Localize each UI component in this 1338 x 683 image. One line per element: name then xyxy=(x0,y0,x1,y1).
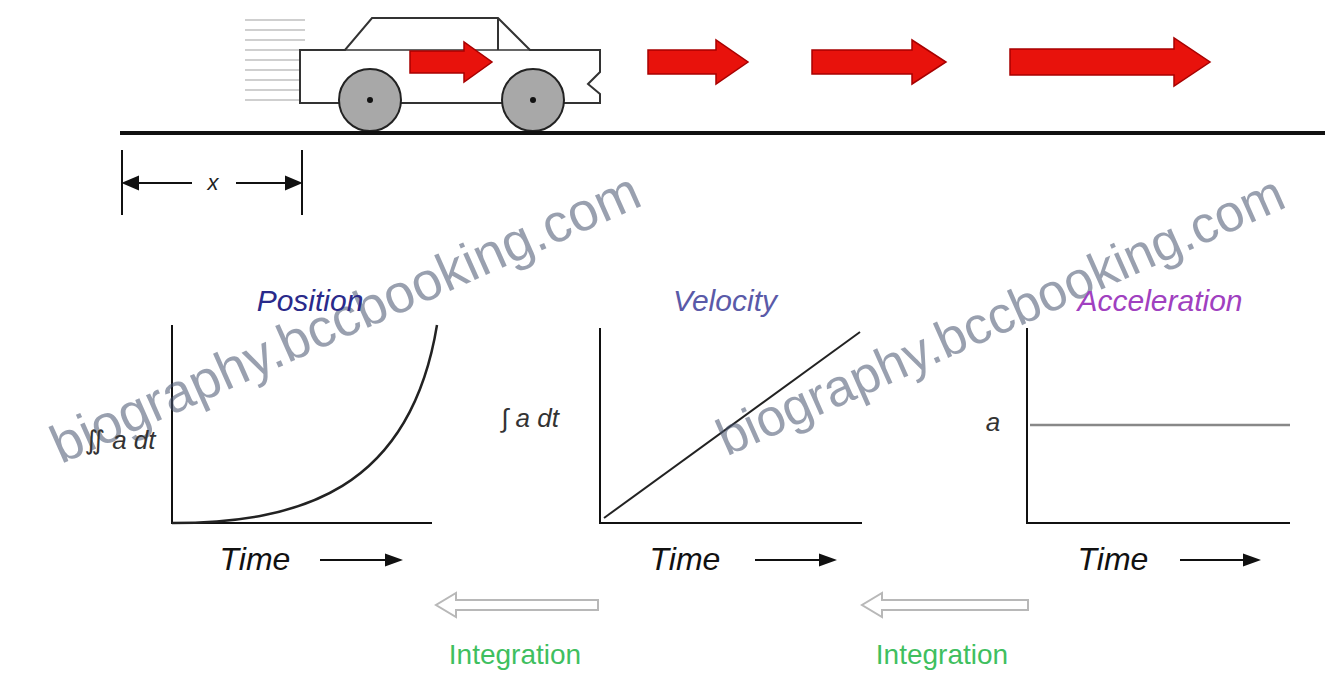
graph-title: Velocity xyxy=(673,284,777,317)
axis-label: Time xyxy=(220,542,291,577)
graph-title: Position xyxy=(257,284,364,317)
dimension-label: x xyxy=(208,171,219,195)
axis-label: Time xyxy=(650,542,721,577)
dimension xyxy=(122,150,302,215)
operation-label: Integration xyxy=(876,640,1008,671)
velocity-arrows xyxy=(410,38,1210,86)
acceleration-line xyxy=(1030,424,1290,427)
axis-label: ∬ a dt xyxy=(84,426,155,455)
axis-label: a xyxy=(986,408,1000,437)
road xyxy=(120,131,1325,135)
graph-title: Acceleration xyxy=(1077,284,1242,317)
speed-lines xyxy=(245,20,305,100)
axis-label: ∫ a dt xyxy=(501,404,559,433)
car xyxy=(300,18,600,131)
integration-arrows xyxy=(436,593,1028,617)
axis-label: Time xyxy=(1078,542,1149,577)
operation-label: Integration xyxy=(449,640,581,671)
